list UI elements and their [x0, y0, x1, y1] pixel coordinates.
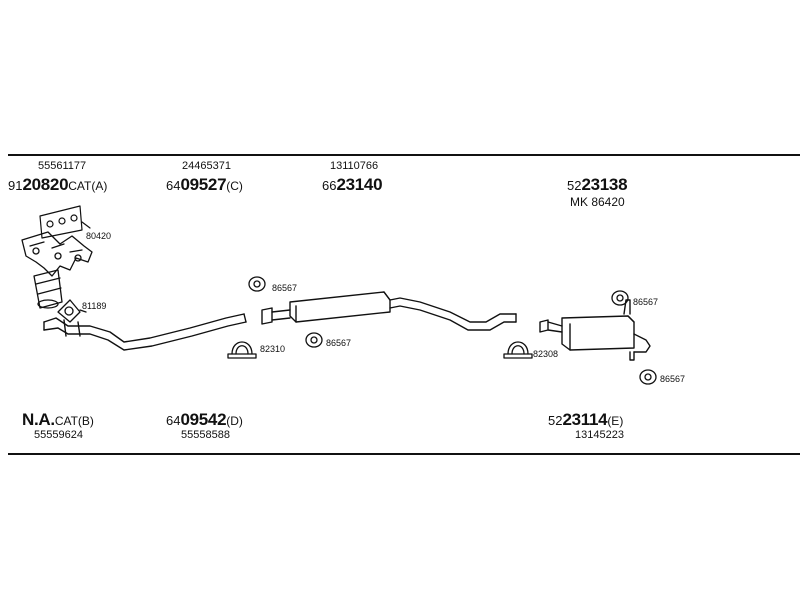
manifold-gasket — [39, 205, 91, 239]
bottom-divider — [8, 453, 800, 455]
code-pipe-d-number: 09542 — [180, 410, 227, 429]
middle-silencer — [261, 291, 517, 331]
code-rear-silencer: 5223138 — [567, 175, 628, 194]
rubber-ring-2 — [305, 332, 323, 348]
ref-middle-silencer: 13110766 — [330, 160, 379, 172]
code-pipe-d-prefix: 64 — [166, 413, 181, 428]
part-number-flange-gasket: 81189 — [82, 301, 107, 311]
code-pipe-c-number: 09527 — [180, 175, 227, 194]
code-catalyst-b-suffix: CAT(B) — [54, 414, 94, 428]
code-rear-silencer-e-prefix: 52 — [548, 413, 563, 428]
front-pipe — [43, 313, 247, 351]
ref-catalyst-a: 55561177 — [38, 160, 87, 172]
ref-pipe-c: 24465371 — [182, 160, 231, 172]
part-number-ring-3: 86567 — [633, 297, 659, 307]
code-rear-silencer-number: 23138 — [581, 175, 628, 194]
code-pipe-c-prefix: 64 — [166, 178, 181, 193]
code-catalyst-a-suffix: CAT(A) — [68, 179, 108, 193]
code-pipe-d: 6409542(D) — [166, 411, 243, 428]
mounting-kit-code: MK 86420 — [570, 195, 625, 209]
rubber-ring-4 — [639, 369, 657, 385]
code-pipe-c: 6409527(C) — [166, 176, 243, 193]
rubber-ring-1 — [248, 276, 266, 292]
code-pipe-d-suffix: (D) — [226, 414, 243, 428]
rubber-ring-3 — [611, 290, 629, 306]
code-rear-silencer-prefix: 52 — [567, 178, 582, 193]
clamp-rear — [503, 341, 533, 359]
code-rear-silencer-e: 5223114(E) — [548, 411, 623, 428]
flange-gasket — [57, 299, 87, 323]
part-number-clamp-front: 82310 — [260, 344, 286, 354]
code-catalyst-b: N.A.CAT(B) — [22, 411, 94, 428]
part-number-ring-2: 86567 — [326, 338, 352, 348]
top-divider — [8, 154, 800, 156]
code-catalyst-a-prefix: 91 — [8, 178, 23, 193]
code-catalyst-a: 9120820CAT(A) — [8, 176, 107, 193]
code-rear-silencer-e-number: 23114 — [562, 410, 608, 429]
rear-silencer — [539, 299, 651, 361]
code-catalyst-a-number: 20820 — [22, 175, 69, 194]
part-number-ring-4: 86567 — [660, 374, 686, 384]
part-number-ring-1: 86567 — [272, 283, 298, 293]
part-number-clamp-rear: 82308 — [533, 349, 559, 359]
code-catalyst-b-number: N.A. — [22, 410, 55, 429]
clamp-front — [227, 341, 257, 359]
part-number-manifold-gasket: 80420 — [86, 231, 112, 241]
code-rear-silencer-e-suffix: (E) — [607, 414, 624, 428]
code-middle-silencer-prefix: 66 — [322, 178, 337, 193]
ref-pipe-d: 55558588 — [181, 429, 230, 441]
code-middle-silencer: 6623140 — [322, 175, 383, 194]
ref-rear-silencer-e: 13145223 — [575, 429, 624, 441]
catalytic-converter-manifold — [21, 231, 93, 309]
code-pipe-c-suffix: (C) — [226, 179, 243, 193]
code-middle-silencer-number: 23140 — [336, 175, 383, 194]
ref-catalyst-b: 55559624 — [34, 429, 83, 441]
